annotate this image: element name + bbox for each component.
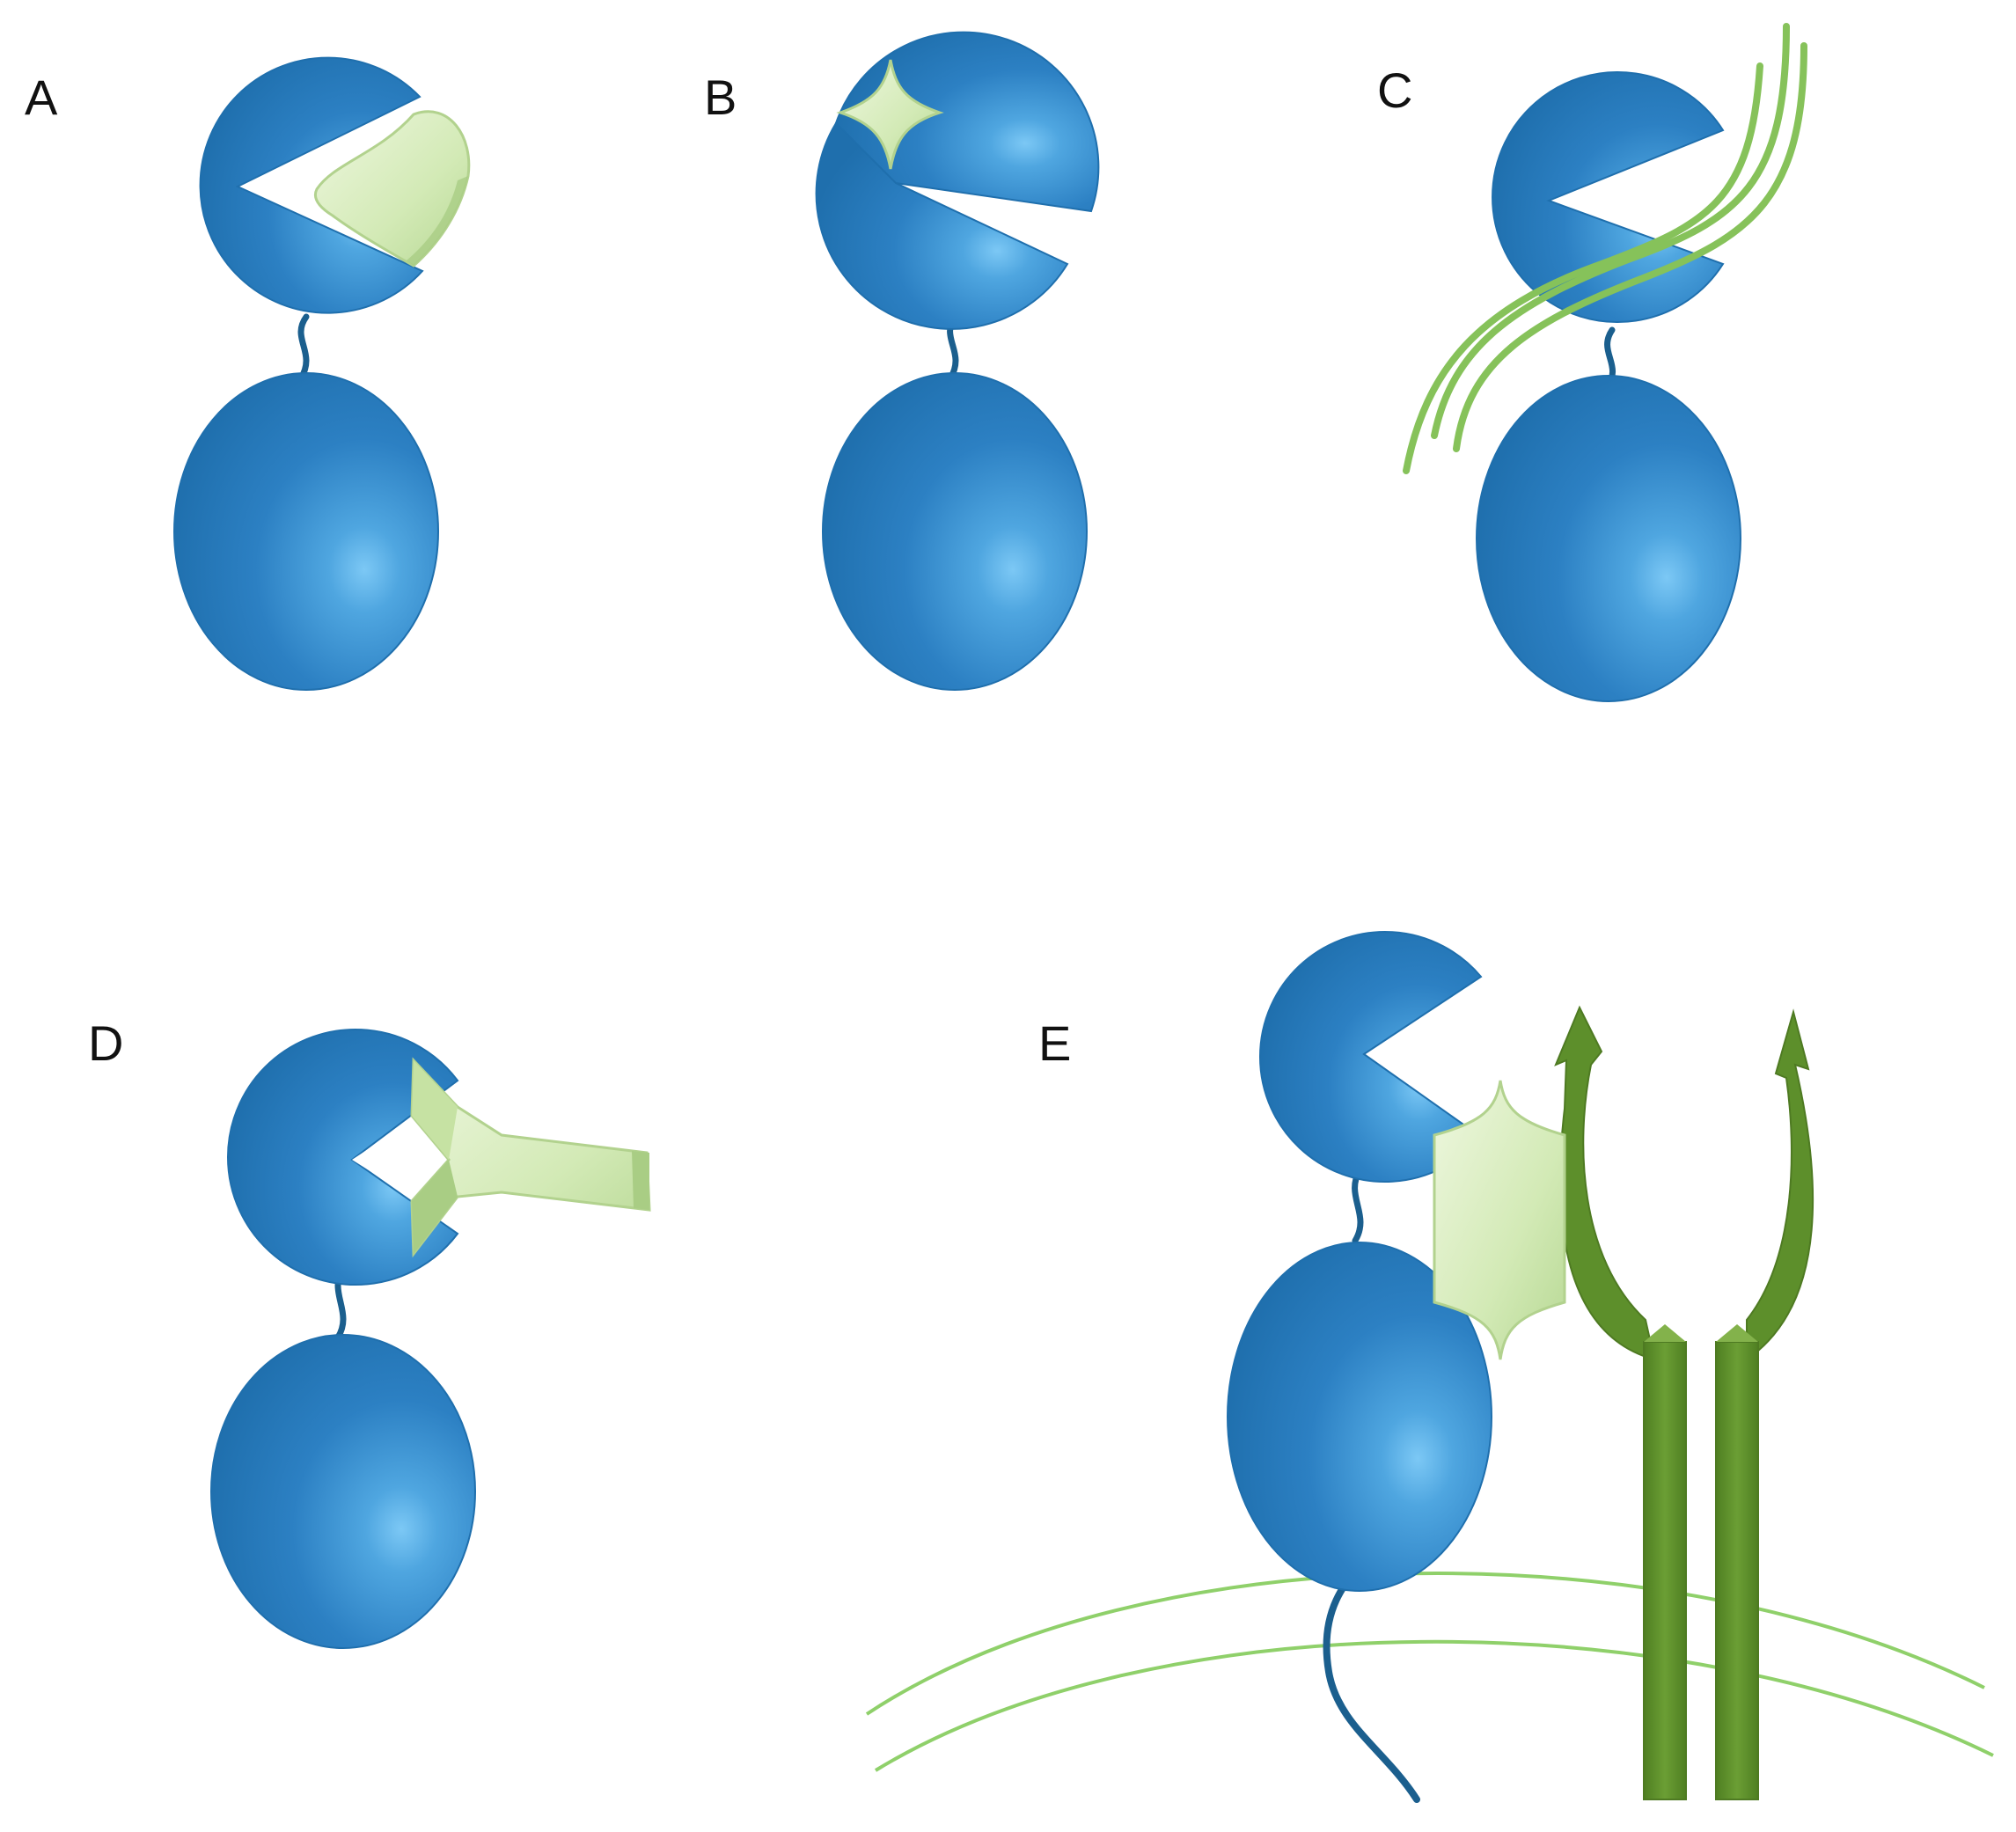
upper-domain-e	[1258, 931, 1483, 1183]
panel-a: A	[25, 56, 471, 691]
lower-domain-a	[173, 372, 439, 691]
panel-label-a: A	[25, 70, 58, 125]
receptor-e	[1554, 1005, 1814, 1800]
lower-domain-d	[210, 1334, 476, 1649]
upper-domain-a	[199, 56, 424, 314]
panel-b: B	[704, 31, 1100, 691]
panel-d: D	[88, 1015, 651, 1649]
ligand-d	[410, 1057, 651, 1258]
panel-label-c: C	[1377, 62, 1412, 118]
lower-domain-e	[1227, 1242, 1492, 1592]
ligand-e	[1433, 1080, 1566, 1360]
panel-label-b: B	[704, 70, 737, 125]
panel-e: E	[865, 931, 1994, 1803]
ligand-b	[836, 59, 944, 170]
panel-label-e: E	[1038, 1015, 1071, 1071]
linker-a	[297, 313, 310, 382]
panel-label-d: D	[88, 1015, 123, 1071]
upper-domain-d	[227, 1029, 459, 1286]
cell-membrane	[865, 1572, 1994, 1772]
upper-domain-c	[1492, 71, 1725, 323]
linker-e	[1352, 1167, 1364, 1244]
panel-c: C	[1377, 23, 1807, 702]
lower-domain-b	[822, 372, 1088, 691]
polymer-strands-c	[1403, 23, 1807, 474]
lower-domain-c	[1476, 375, 1741, 702]
